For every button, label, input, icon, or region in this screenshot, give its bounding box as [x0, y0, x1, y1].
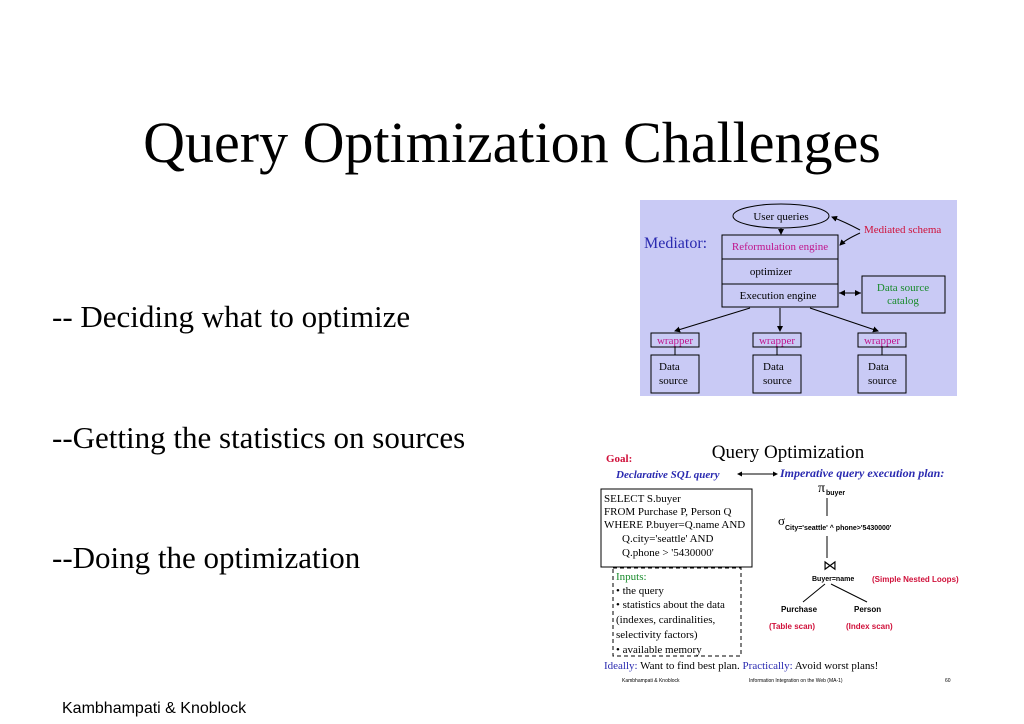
execution-engine-label: Execution engine — [740, 290, 817, 302]
catalog-line1: Data source — [877, 282, 929, 294]
schema-to-reformulation-arrow — [839, 232, 861, 246]
input-item-2: • statistics about the data — [616, 599, 725, 611]
ideally-sentence: Ideally: Want to find best plan. Practic… — [604, 660, 878, 672]
right-scan: (Index scan) — [846, 622, 893, 631]
sql-line-5: Q.phone > '5430000' — [622, 547, 714, 559]
wrapper-source-1: wrapper Data source — [650, 332, 700, 394]
source-1-line1: Data — [659, 361, 680, 373]
wrapper-3-label: wrapper — [864, 335, 900, 347]
query-optimization-figure: Query Optimization Goal: Declarative SQL… — [600, 442, 959, 684]
source-3-line2: source — [868, 375, 897, 387]
figure-footer-left: Kambhampati & Knoblock — [622, 678, 680, 684]
mediated-schema-label: Mediated schema — [864, 224, 941, 236]
left-scan: (Table scan) — [769, 622, 815, 631]
figure-page-number: 60 — [945, 678, 951, 684]
user-queries-label: User queries — [753, 211, 808, 223]
wrapper-source-3: wrapper Data source — [857, 332, 907, 394]
catalog-line2: catalog — [887, 295, 919, 307]
input-item-3: (indexes, cardinalities, — [616, 614, 716, 626]
slide-title: Query Optimization Challenges — [143, 110, 881, 175]
mediator-architecture-diagram: User queries Mediator: Mediated schema R… — [640, 200, 957, 396]
source-3-line1: Data — [868, 361, 889, 373]
wrapper-source-2: wrapper Data source — [752, 332, 802, 394]
right-relation: Person — [854, 605, 881, 614]
inputs-label: Inputs: — [616, 571, 647, 583]
source-2-line2: source — [763, 375, 792, 387]
projection-subscript: buyer — [826, 490, 845, 497]
bullet-deciding-what-to-optimize: -- Deciding what to optimize — [52, 299, 411, 334]
reformulation-engine-label: Reformulation engine — [732, 241, 828, 253]
left-relation: Purchase — [781, 605, 818, 614]
source-2-line1: Data — [763, 361, 784, 373]
sql-line-2: FROM Purchase P, Person Q — [604, 506, 731, 518]
figure-title: Query Optimization — [712, 442, 865, 463]
projection-symbol: π — [818, 481, 825, 496]
selection-subscript: City='seattle' ^ phone>'5430000' — [785, 524, 892, 532]
declarative-label: Declarative SQL query — [615, 469, 720, 481]
schema-to-queries-arrow — [831, 215, 861, 231]
bullet-getting-statistics: --Getting the statistics on sources — [52, 420, 466, 455]
inputs-box — [612, 567, 742, 657]
figure-footer-center: Information Integration on the Web (MA-1… — [749, 678, 843, 684]
wrapper-1-label: wrapper — [657, 335, 693, 347]
input-item-1: • the query — [616, 585, 664, 597]
mediator-engine-box — [721, 234, 839, 308]
engine-to-wrapper3-arrow — [809, 307, 879, 333]
bullet-doing-optimization: --Doing the optimization — [52, 540, 361, 575]
input-item-4: selectivity factors) — [616, 629, 698, 641]
footer-author: Kambhampati & Knoblock — [62, 700, 247, 717]
join-method: (Simple Nested Loops) — [872, 575, 959, 584]
sql-query-box — [600, 488, 753, 568]
sql-line-4: Q.city='seattle' AND — [622, 533, 713, 545]
input-item-5: • available memory — [616, 644, 702, 656]
wrapper-2-label: wrapper — [759, 335, 795, 347]
selection-symbol: σ — [778, 513, 785, 528]
goal-label: Goal: — [606, 453, 632, 465]
join-condition: Buyer=name — [812, 576, 854, 583]
join-symbol: ⋈ — [823, 559, 837, 574]
optimizer-label: optimizer — [750, 266, 792, 278]
imperative-label: Imperative query execution plan: — [779, 466, 944, 480]
sql-line-3: WHERE P.buyer=Q.name AND — [604, 519, 745, 531]
mediator-label: Mediator: — [644, 235, 707, 252]
sql-line-1: SELECT S.buyer — [604, 493, 681, 505]
source-1-line2: source — [659, 375, 688, 387]
engine-to-wrapper1-arrow — [674, 307, 751, 333]
data-source-catalog-box — [861, 275, 946, 314]
